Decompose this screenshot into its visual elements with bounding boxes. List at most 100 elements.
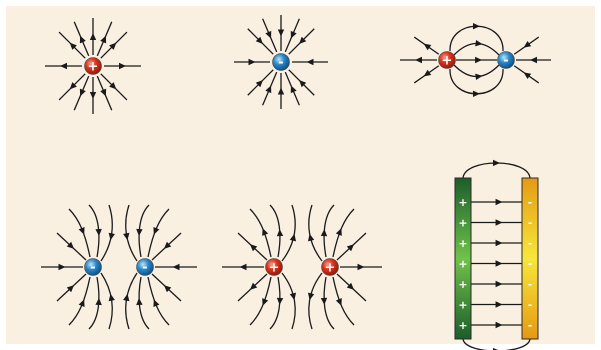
negative-plate-sign: - — [528, 237, 533, 250]
two-negative-left-charge — [84, 258, 102, 276]
two-negative-field-arrow — [153, 227, 160, 235]
dipole-field-arrow — [523, 41, 532, 48]
two-positive-field-arrow — [320, 229, 328, 237]
two-negative-field-line — [68, 208, 91, 258]
two-negative-field-arrow — [95, 228, 102, 237]
two-positive-field-arrow — [307, 233, 315, 242]
two-positive-field-arrow — [346, 282, 355, 290]
two-negative-right-charge — [136, 258, 154, 276]
two-negative-field-line — [88, 276, 100, 330]
single-negative-charge-sign: - — [278, 55, 283, 70]
single-positive-field-arrow — [79, 88, 86, 97]
single-positive-field-arrow — [109, 42, 117, 50]
two-positive-field-line — [308, 272, 323, 330]
single-positive-field-arrow — [79, 35, 86, 44]
negative-plate-sign: - — [528, 278, 533, 291]
positive-plate-sign: + — [458, 319, 467, 332]
two-negative-right-charge-sign: - — [142, 260, 147, 275]
single-positive-field-arrow — [69, 82, 77, 90]
single-positive-field-arrow — [119, 62, 126, 70]
dipole-negative-charge-sign: - — [503, 53, 508, 68]
two-positive-field-line — [308, 204, 323, 262]
two-positive-field-line — [249, 208, 272, 258]
positive-plate-sign: + — [458, 217, 467, 230]
two-positive-field-arrow — [289, 233, 297, 242]
two-positive-field-line — [269, 276, 281, 330]
positive-plate-sign: + — [458, 278, 467, 291]
dipole-field-line — [449, 25, 504, 52]
two-positive-field-arrow — [249, 244, 258, 252]
two-negative-field-arrow — [123, 232, 130, 241]
two-negative-field-line — [100, 272, 113, 330]
positive-plate-sign: + — [458, 196, 467, 209]
two-positive-field-line — [281, 204, 296, 262]
dipole-positive-charge — [438, 51, 456, 69]
two-negative-field-arrow — [136, 297, 143, 306]
two-positive-field-line — [281, 272, 296, 330]
single-positive-field-arrow — [60, 62, 67, 70]
two-positive-field-arrow — [276, 297, 284, 305]
two-negative-field-line — [147, 208, 170, 258]
two-positive-field-line — [323, 276, 335, 330]
two-negative-field-line — [100, 204, 113, 262]
dipole-diagram: +- — [400, 22, 551, 98]
single-positive-field-arrow — [100, 88, 107, 97]
parallel-plates-field-line — [462, 162, 531, 179]
parallel-plates-field-arrow — [495, 198, 503, 206]
single-positive-field-arrow — [69, 42, 77, 50]
dipole-negative-charge — [497, 51, 515, 69]
parallel-plates-field-arrow — [492, 159, 500, 167]
dipole-field-arrow — [423, 43, 432, 51]
single-positive-charge-sign: + — [88, 59, 99, 74]
single-negative-charge — [272, 53, 290, 71]
two-negative-field-arrow — [108, 232, 115, 241]
single-negative-field-arrow — [255, 80, 263, 88]
single-negative-field-arrow — [299, 80, 307, 88]
two-positive-charges-diagram: ++ — [222, 204, 382, 330]
single-negative-field-arrow — [299, 36, 307, 44]
two-negative-field-arrow — [136, 228, 143, 237]
single-positive-field-arrow — [109, 82, 117, 90]
two-negative-field-arrow — [95, 297, 102, 306]
parallel-plates-field-arrow — [495, 301, 503, 308]
two-negative-field-line — [138, 276, 150, 330]
two-negative-field-line — [125, 204, 138, 262]
parallel-plates-field-arrow — [495, 280, 503, 288]
positive-plate-sign: + — [458, 237, 467, 250]
negative-plate-sign: - — [528, 258, 533, 271]
two-positive-field-arrow — [262, 298, 269, 306]
dipole-positive-charge-sign: + — [442, 53, 453, 68]
single-negative-field-arrow — [277, 87, 285, 95]
two-positive-field-arrow — [335, 228, 342, 236]
two-positive-field-line — [249, 276, 272, 326]
single-negative-field-arrow — [290, 30, 297, 39]
two-negative-field-arrow — [58, 263, 66, 271]
dipole-field-arrow — [523, 72, 532, 79]
two-negative-field-line — [125, 272, 138, 330]
single-negative-field-arrow — [306, 58, 314, 66]
two-negative-field-arrow — [66, 241, 75, 249]
single-positive-charge-diagram: + — [45, 18, 141, 114]
two-negative-left-charge-sign: - — [90, 260, 95, 275]
two-positive-left-charge-sign: + — [269, 260, 280, 275]
two-positive-field-arrow — [346, 244, 355, 252]
single-negative-field-arrow — [290, 85, 297, 94]
two-positive-field-line — [269, 204, 281, 258]
parallel-plates-field-arrow — [495, 321, 503, 329]
two-negative-field-arrow — [66, 285, 75, 293]
parallel-plates-field-arrow — [495, 260, 503, 267]
negative-plate-sign: - — [528, 196, 533, 209]
dipole-field-arrow — [415, 56, 422, 64]
negative-plate-sign: - — [528, 319, 533, 332]
single-negative-field-arrow — [277, 29, 285, 37]
two-positive-field-arrow — [262, 228, 269, 236]
two-positive-field-line — [323, 204, 335, 258]
two-positive-field-arrow — [239, 263, 247, 271]
two-negative-field-arrow — [108, 293, 115, 302]
two-negative-field-arrow — [78, 227, 85, 235]
single-positive-field-arrow — [89, 92, 97, 99]
two-negative-field-arrow — [163, 285, 172, 293]
dipole-field-arrow — [472, 22, 480, 30]
